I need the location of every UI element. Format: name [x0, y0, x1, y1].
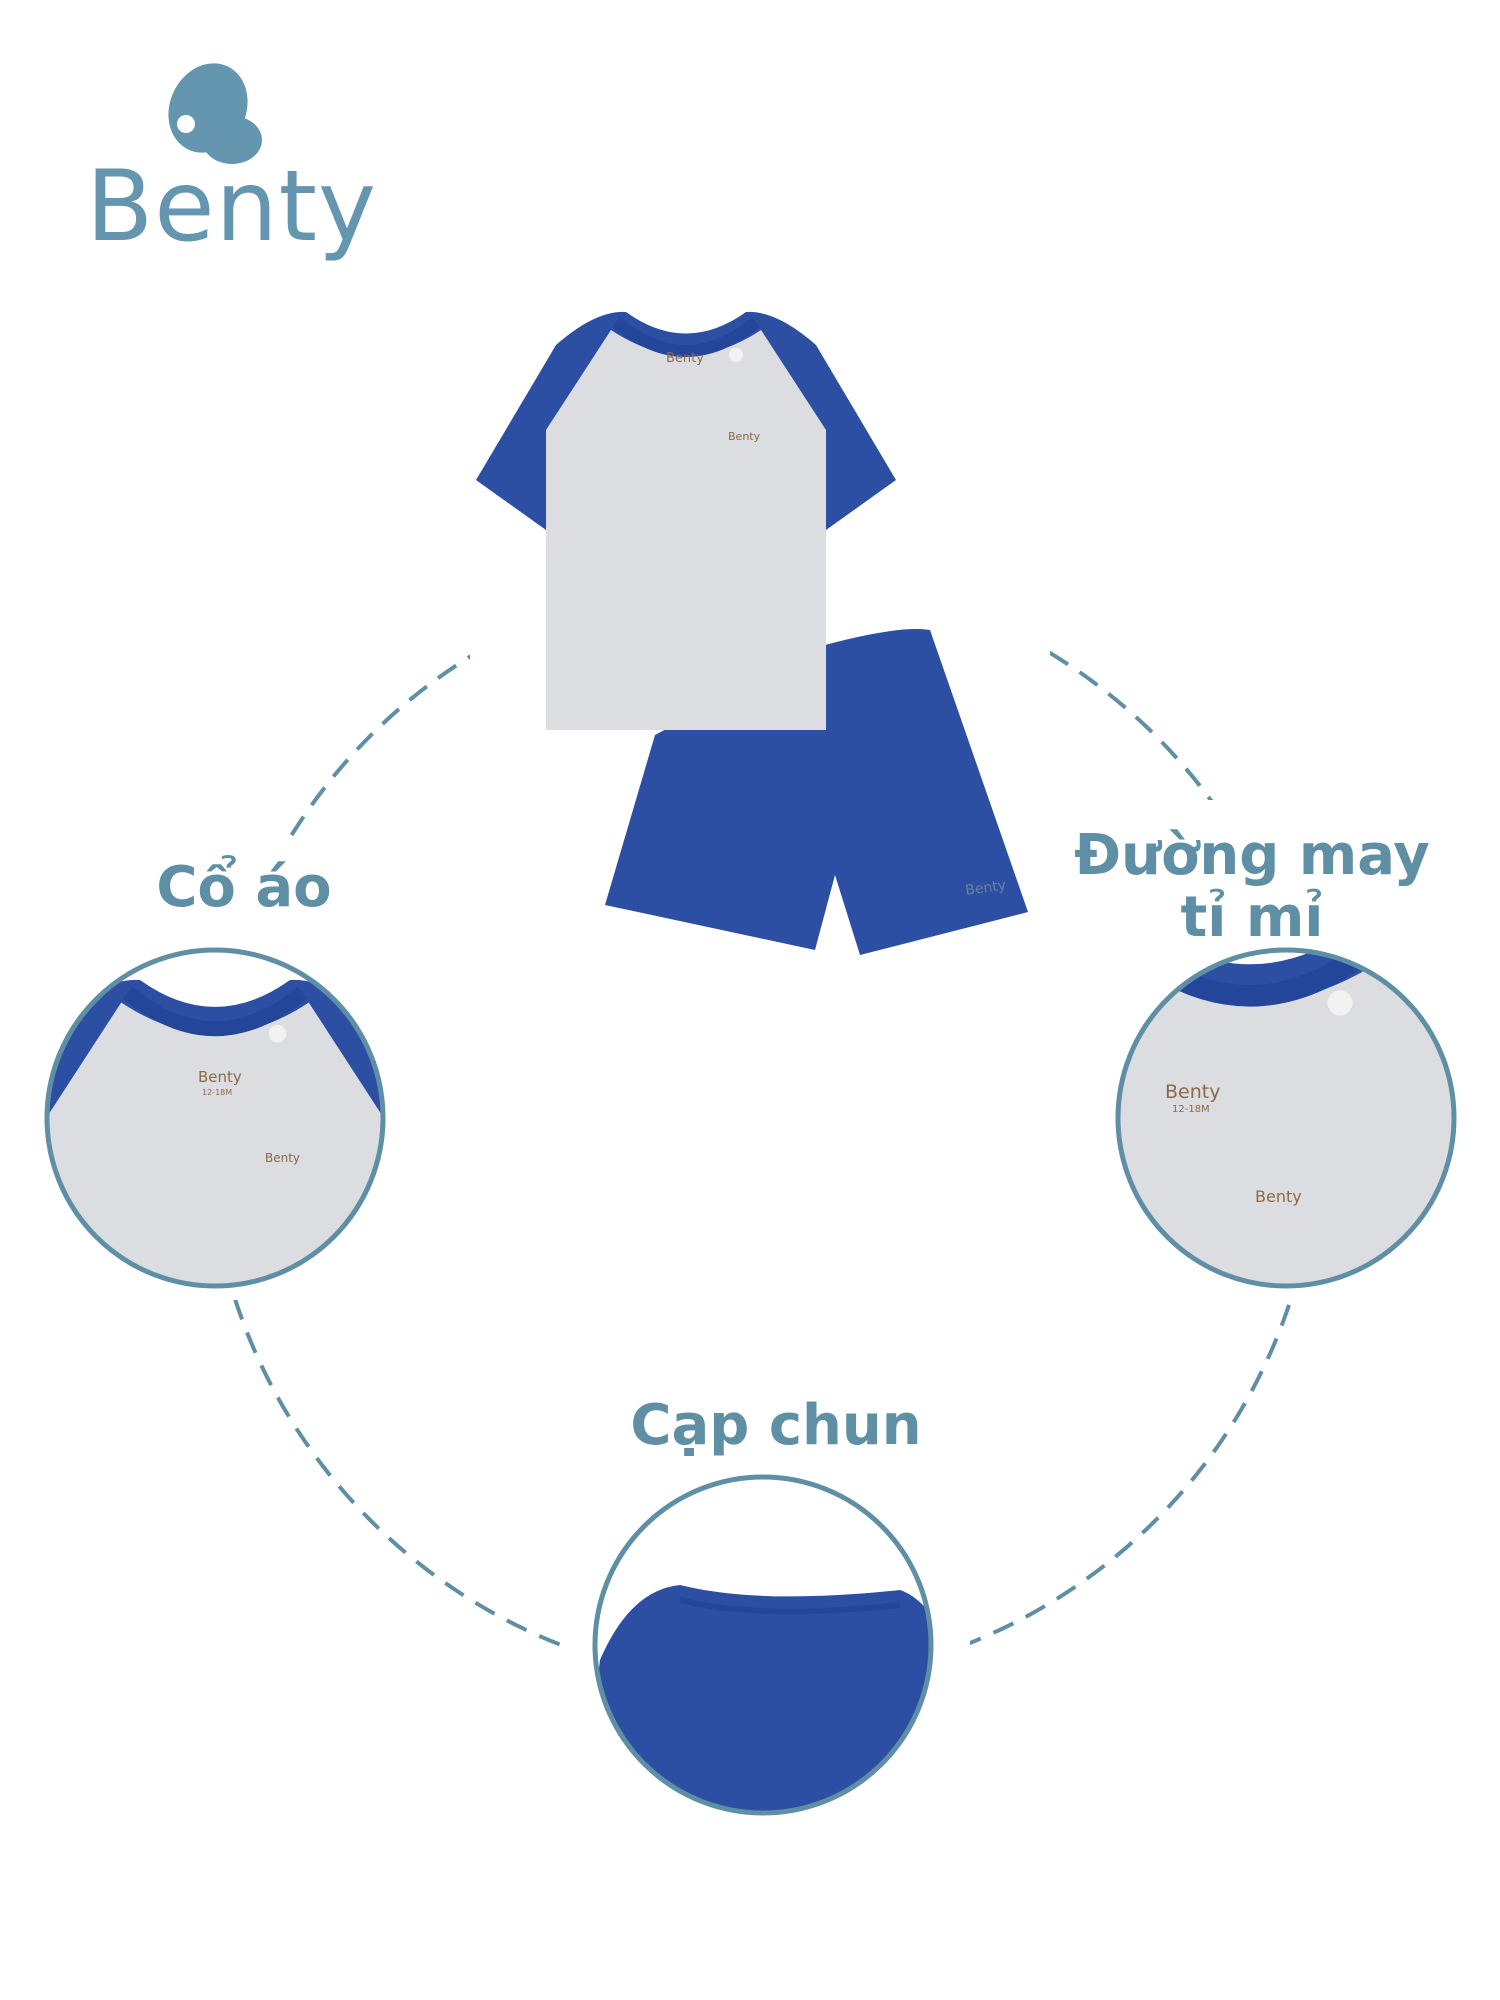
- feature-label-seam-line1: Đường may: [1074, 823, 1430, 888]
- feature-label-seam: Đường may tỉ mỉ: [1052, 825, 1452, 949]
- product-shirt-image: Benty Benty: [476, 312, 896, 730]
- feature-label-collar: Cổ áo: [156, 855, 332, 920]
- brand-logo-text: Benty: [86, 150, 378, 264]
- svg-text:Benty: Benty: [728, 430, 761, 443]
- feature-label-seam-line2: tỉ mỉ: [1180, 885, 1324, 950]
- benty-logo-icon: [168, 63, 262, 164]
- seam-closeup-image: Benty 12-18M Benty: [872, 925, 1500, 1678]
- svg-text:Benty: Benty: [265, 1151, 300, 1165]
- svg-text:Benty: Benty: [198, 1068, 242, 1086]
- svg-text:12-18M: 12-18M: [1172, 1104, 1210, 1115]
- waistband-closeup-image: [595, 1585, 931, 1813]
- collar-closeup-image: Benty 12-18M Benty: [0, 980, 478, 1503]
- svg-text:Benty: Benty: [1255, 1187, 1302, 1206]
- svg-text:Benty: Benty: [666, 351, 704, 366]
- svg-text:12-18M: 12-18M: [202, 1088, 232, 1097]
- feature-label-waistband: Cạp chun: [630, 1393, 922, 1458]
- svg-text:Benty: Benty: [1165, 1081, 1220, 1103]
- svg-text:Benty: Benty: [964, 877, 1007, 899]
